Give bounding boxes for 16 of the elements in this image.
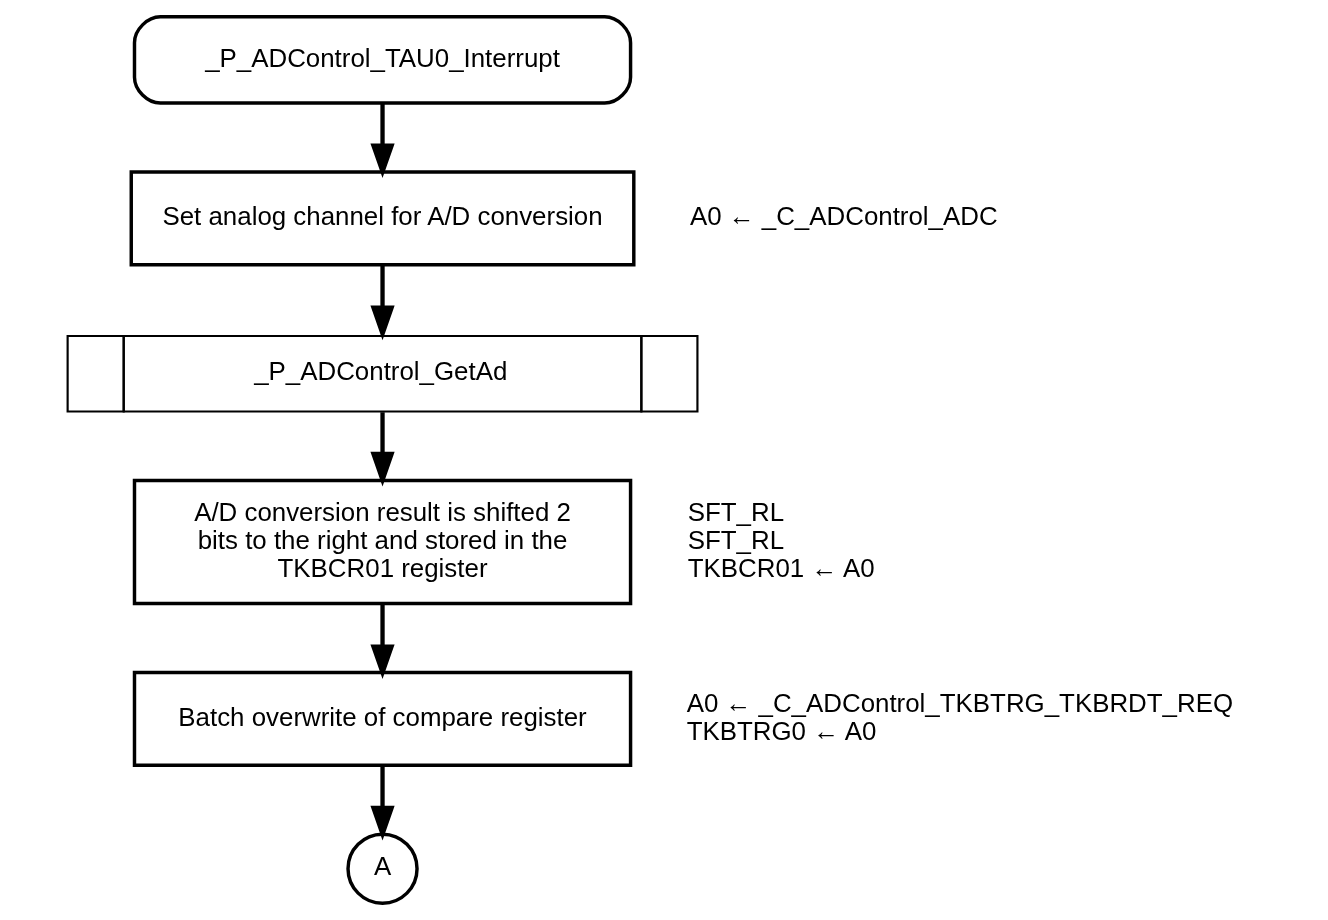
node-box: _P_ADControl_TAU0_Interrupt <box>132 15 633 105</box>
arrow <box>370 265 395 341</box>
node-label: TKBTRG0 ← A0 <box>686 716 877 745</box>
node-box: Set analog channel for A/D conversion <box>129 170 636 267</box>
node-label: A0 ← _C_ADControl_TKBTRG_TKBRDT_REQ <box>686 688 1234 717</box>
arrow <box>370 412 395 487</box>
node-circle: A <box>346 832 419 905</box>
node-label: TKBCR01 ← A0 <box>687 553 875 582</box>
node-label: A0 ← _C_ADControl_ADC <box>689 202 998 231</box>
node-box: Batch overwrite of compare register <box>132 670 633 767</box>
arrow <box>370 103 395 179</box>
arrow <box>370 603 395 679</box>
node-label: SFT_RL <box>687 497 785 526</box>
node-label: SFT_RL <box>687 525 785 554</box>
node-box: A/D conversion result is shifted 2 bits to the right and stored in the TKBCR01 register <box>132 478 633 606</box>
arrow <box>370 765 395 841</box>
